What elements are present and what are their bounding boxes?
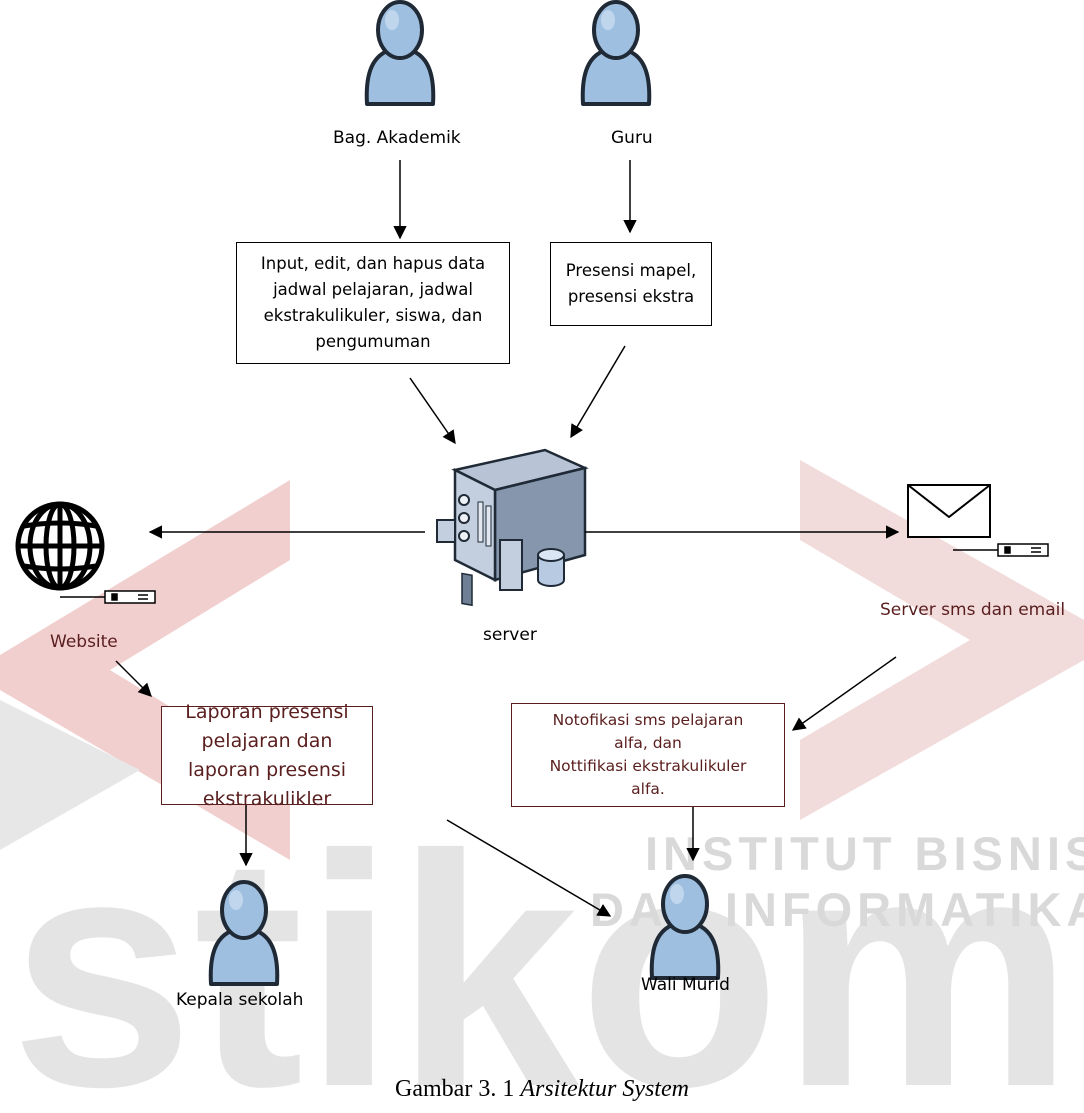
- server-label: server: [483, 625, 537, 645]
- arrow-process-to-server-left: [409, 377, 456, 445]
- laporan-box: Laporan presensi pelajaran dan laporan p…: [161, 701, 373, 810]
- laporan-box-text: Laporan presensi pelajaran dan laporan p…: [185, 700, 349, 810]
- notifikasi-box-line2: Nottifikasi ekstrakulikuler alfa.: [549, 757, 747, 798]
- network-device-icon: [60, 590, 156, 604]
- watermark-shape-gray: [0, 700, 140, 850]
- actor-label-wali-murid: Wali Murid: [641, 975, 730, 995]
- notifikasi-box: Notofikasi sms pelajaran alfa, dan Notti…: [511, 703, 785, 807]
- process-box-akademik: Input, edit, dan hapus data jadwal pelaj…: [236, 242, 510, 364]
- figure-caption-prefix: Gambar 3. 1: [395, 1076, 521, 1102]
- envelope-icon: [907, 484, 991, 538]
- globe-icon: [15, 501, 105, 591]
- network-device-icon-sms: [953, 543, 1049, 557]
- arrow-process-to-server-right: [570, 345, 626, 439]
- arrow-website-to-laporan: [115, 660, 152, 697]
- actor-label-kepala-sekolah: Kepala sekolah: [176, 990, 304, 1010]
- person-icon-wali-murid: [649, 874, 721, 980]
- arrow-sms-to-notifikasi: [791, 656, 897, 731]
- figure-caption: Gambar 3. 1 Arsitektur System: [0, 1076, 1084, 1103]
- person-icon-bag-akademik: [364, 0, 436, 106]
- server-icon: [436, 448, 589, 607]
- website-label: Website: [50, 632, 118, 652]
- watermark-line1: INSTITUT BISNIS: [645, 827, 1084, 880]
- process-box-guru-text: Presensi mapel, presensi ekstra: [565, 261, 697, 306]
- watermark-brand-text: stikom: [10, 786, 1074, 1113]
- process-box-akademik-text: Input, edit, dan hapus data jadwal pelaj…: [260, 254, 486, 351]
- notifikasi-box-line1: Notofikasi sms pelajaran alfa, dan: [552, 711, 744, 752]
- watermark-shape-red-right: [800, 460, 1084, 820]
- person-icon-guru: [580, 0, 652, 106]
- process-box-guru: Presensi mapel, presensi ekstra: [550, 242, 712, 326]
- actor-label-guru: Guru: [611, 128, 653, 148]
- sms-email-server-label: Server sms dan email: [880, 600, 1066, 620]
- figure-caption-title: Arsitektur System: [520, 1076, 689, 1102]
- actor-label-bag-akademik: Bag. Akademik: [333, 128, 461, 148]
- person-icon-kepala-sekolah: [208, 880, 280, 986]
- arrow-laporan-to-wali: [446, 819, 612, 917]
